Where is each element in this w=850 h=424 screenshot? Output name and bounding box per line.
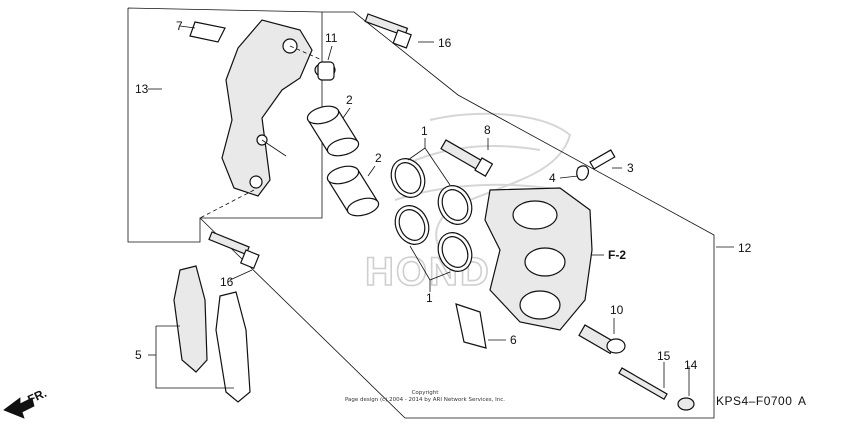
caliper-body — [484, 187, 604, 331]
bleeder-valve — [559, 149, 622, 181]
front-arrow-icon — [3, 397, 35, 419]
callout-2-bottom: 2 — [375, 151, 382, 165]
callout-6: 6 — [510, 333, 517, 347]
reference-label: F-2 — [608, 248, 626, 262]
guide-pin — [578, 318, 626, 355]
front-direction-indicator: FR. — [3, 386, 49, 419]
callout-1-bottom: 1 — [426, 291, 433, 305]
piston-lower — [326, 165, 380, 217]
dash-line-1 — [199, 189, 255, 219]
callout-12: 12 — [738, 241, 752, 255]
copyright-line-1: Copyright — [412, 390, 440, 396]
callout-1-top: 1 — [421, 124, 428, 138]
pad-retainer — [455, 303, 506, 349]
diagram-code: KPS4–F0700 — [716, 394, 792, 408]
diagram-code-suffix: A — [798, 394, 807, 408]
callout-7: 7 — [176, 19, 183, 33]
callout-16-bottom: 16 — [220, 275, 234, 289]
callout-16-top: 16 — [438, 36, 452, 50]
callout-5: 5 — [135, 348, 142, 362]
pad-pin — [618, 362, 668, 401]
callout-15: 15 — [657, 349, 671, 363]
callout-10: 10 — [610, 303, 624, 317]
copyright-line-2: Page design (c) 2004 - 2014 by ARI Netwo… — [345, 397, 505, 403]
caliper-bracket — [221, 19, 313, 197]
callout-8: 8 — [484, 123, 491, 137]
piston-upper — [306, 105, 360, 157]
bolt-16-bottom — [208, 231, 260, 281]
pad-spring-clip — [179, 21, 226, 43]
callout-3: 3 — [627, 161, 634, 175]
callout-14: 14 — [684, 358, 698, 372]
group-12-outline — [199, 11, 715, 419]
pin-clip — [677, 366, 695, 411]
slide-pin — [440, 138, 494, 177]
callout-2-top: 2 — [346, 93, 353, 107]
piston-seals — [390, 138, 473, 292]
front-label: FR. — [25, 386, 48, 407]
dash-line-2 — [289, 45, 323, 61]
brake-pad-set — [155, 265, 251, 403]
callout-11: 11 — [325, 31, 338, 45]
callout-13: 13 — [135, 82, 149, 96]
dust-cap — [314, 45, 336, 81]
bolt-16-top — [364, 13, 434, 49]
callout-4: 4 — [549, 171, 556, 185]
